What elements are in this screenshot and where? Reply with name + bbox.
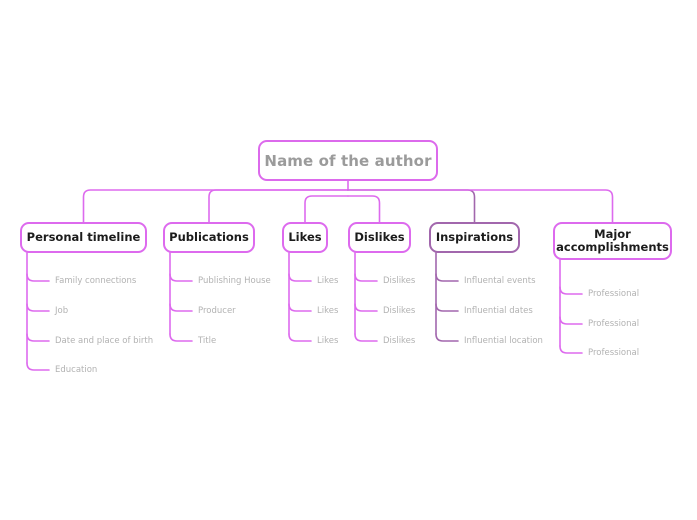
node-publications-label: Publications [169, 230, 249, 244]
node-dislikes[interactable]: Dislikes [348, 222, 411, 253]
node-publications[interactable]: Publications [163, 222, 255, 253]
node-dislikes-label: Dislikes [354, 230, 405, 244]
node-personal-timeline[interactable]: Personal timeline [20, 222, 147, 253]
leaf-label[interactable]: Job [55, 306, 69, 316]
leaf-label[interactable]: Education [55, 365, 98, 375]
node-likes[interactable]: Likes [282, 222, 328, 253]
leaf-label[interactable]: Professional [588, 289, 640, 299]
node-major-accomplishments[interactable]: Major accomplishments [553, 222, 672, 260]
node-inspirations[interactable]: Inspirations [429, 222, 520, 253]
leaf-label[interactable]: Influential dates [464, 306, 533, 316]
leaf-label[interactable]: Dislikes [383, 276, 416, 286]
node-personal-timeline-label: Personal timeline [26, 230, 141, 244]
node-major-accomplishments-label: Major accomplishments [556, 228, 669, 254]
leaf-label[interactable]: Influential location [464, 336, 543, 346]
leaf-label[interactable]: Publishing House [198, 276, 271, 286]
leaf-label[interactable]: Likes [317, 276, 339, 286]
leaf-label[interactable]: Influental events [464, 276, 536, 286]
node-likes-label: Likes [288, 230, 322, 244]
leaf-label[interactable]: Likes [317, 336, 339, 346]
leaf-label[interactable]: Professional [588, 319, 640, 329]
leaf-label[interactable]: Professional [588, 348, 640, 358]
leaf-label[interactable]: Dislikes [383, 306, 416, 316]
node-major-accomplishments-label-line2: accomplishments [556, 240, 669, 254]
leaf-label[interactable]: Date and place of birth [55, 336, 154, 346]
leaf-label[interactable]: Family connections [55, 276, 137, 286]
node-major-accomplishments-label-line1: Major [594, 227, 631, 241]
node-root[interactable]: Name of the author [258, 140, 438, 181]
node-inspirations-label: Inspirations [435, 230, 514, 244]
node-root-label: Name of the author [264, 151, 432, 170]
leaf-label[interactable]: Producer [198, 306, 236, 316]
leaf-label[interactable]: Likes [317, 306, 339, 316]
leaf-label[interactable]: Title [198, 336, 217, 346]
leaf-label[interactable]: Dislikes [383, 336, 416, 346]
